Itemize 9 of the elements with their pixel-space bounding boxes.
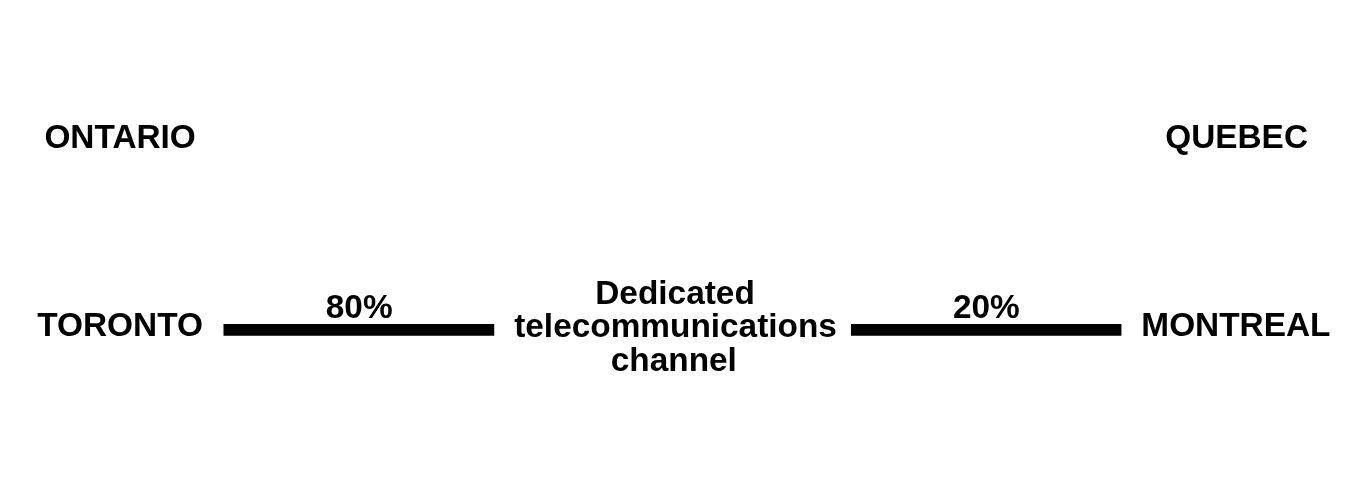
connector [223,323,495,336]
node-text: TORONTO [37,305,203,343]
edge-label: 20% [952,287,1020,325]
label: QUEBEC [1165,117,1308,155]
node-text: Dedicated telecommunications channel [514,273,837,378]
node-text: MONTREAL [1141,305,1331,343]
connector [850,323,1122,336]
label: ONTARIO [44,117,196,155]
edge-label: 80% [325,287,393,325]
